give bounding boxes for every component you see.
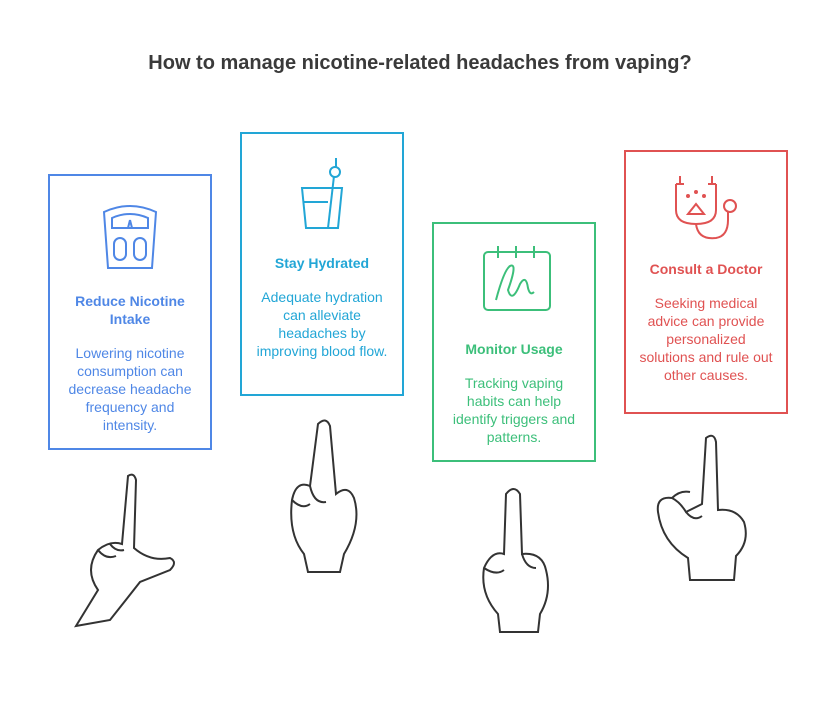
card-consult-doctor: Consult a Doctor Seeking medical advice … bbox=[624, 150, 788, 414]
glass-icon bbox=[300, 158, 344, 229]
card-heading: Reduce Nicotine Intake bbox=[75, 293, 185, 327]
card-monitor-usage: Monitor Usage Tracking vaping habits can… bbox=[432, 222, 596, 462]
card-heading: Stay Hydrated bbox=[274, 255, 370, 271]
card-stay-hydrated: Stay Hydrated Adequate hydration can all… bbox=[240, 132, 404, 396]
card-heading: Monitor Usage bbox=[465, 341, 563, 357]
pointing-hand-icon bbox=[290, 419, 358, 573]
card-text: Seeking medical advice can provide perso… bbox=[639, 295, 773, 383]
card-reduce-nicotine: Reduce Nicotine Intake Lowering nicotine… bbox=[48, 174, 212, 450]
pointing-hand-icon bbox=[73, 473, 175, 628]
pointing-hand-icon bbox=[656, 434, 747, 581]
page-title: How to manage nicotine-related headaches… bbox=[148, 52, 692, 74]
card-heading: Consult a Doctor bbox=[649, 261, 763, 277]
scale-icon bbox=[102, 205, 158, 269]
card-text: Tracking vaping habits can help identify… bbox=[452, 375, 576, 445]
card-text: Adequate hydration can alleviate headach… bbox=[256, 289, 388, 359]
pointing-hand-icon bbox=[482, 488, 549, 633]
stethoscope-icon bbox=[675, 176, 737, 240]
card-text: Lowering nicotine consumption can decrea… bbox=[68, 345, 192, 433]
calendar-icon bbox=[483, 246, 551, 311]
